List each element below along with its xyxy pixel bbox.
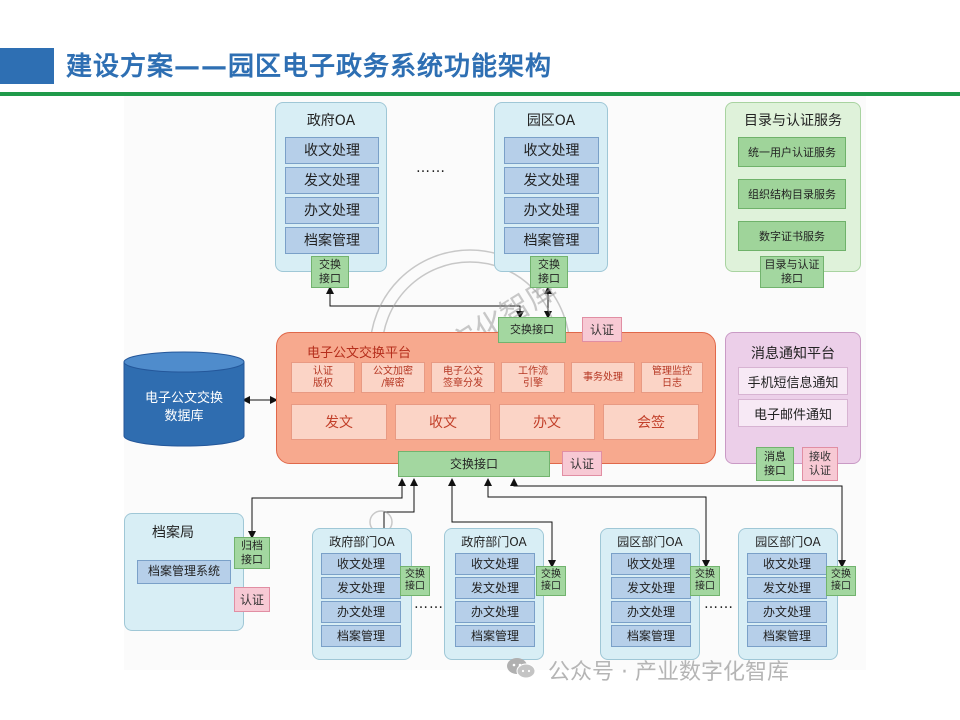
- top-ellipsis: ……: [416, 160, 446, 176]
- exchange-top-interface: 交换接口: [498, 317, 566, 343]
- dept-oa-2-receive: 收文处理: [455, 553, 535, 575]
- database-label: 电子公文交换 数据库: [144, 391, 223, 424]
- gov-oa-item-archive: 档案管理: [285, 227, 379, 254]
- message-interface: 消息 接口: [756, 447, 794, 481]
- exchange-bottom-auth: 认证: [562, 451, 602, 476]
- dept-oa-panel-3: 园区部门OA 收文处理 发文处理 办文处理 档案管理: [600, 528, 700, 660]
- dept-oa-4-archive: 档案管理: [747, 625, 827, 647]
- park-oa-item-receive: 收文处理: [504, 137, 599, 164]
- gov-oa-interface: 交换 接口: [311, 256, 349, 288]
- dept-oa-title-3: 园区部门OA: [617, 535, 683, 549]
- function-countersign: 会签: [603, 404, 699, 440]
- gov-oa-item-issue: 发文处理: [285, 167, 379, 194]
- module-transaction: 事务处理: [571, 362, 635, 393]
- dept-oa-4-handle: 办文处理: [747, 601, 827, 623]
- dept-oa-panel-2: 政府部门OA 收文处理 发文处理 办文处理 档案管理: [444, 528, 544, 660]
- dept-oa-2-handle: 办文处理: [455, 601, 535, 623]
- dept-oa-title-1: 政府部门OA: [329, 535, 395, 549]
- archive-interface: 归档 接口: [234, 537, 270, 569]
- archive-auth: 认证: [234, 587, 270, 612]
- module-auth-copyright: 认证 版权: [291, 362, 355, 393]
- cert-item-digital-cert: 数字证书服务: [738, 221, 846, 251]
- message-receive-auth: 接收 认证: [802, 447, 838, 481]
- dept-oa-1-receive: 收文处理: [321, 553, 401, 575]
- dept-oa-4-interface: 交换 接口: [826, 566, 856, 596]
- line-exchange-to-dept4: [510, 478, 846, 568]
- message-platform-panel: 消息通知平台 手机短信息通知 电子邮件通知: [725, 332, 861, 464]
- cert-service-interface: 目录与认证 接口: [760, 256, 824, 288]
- park-oa-item-handle: 办文处理: [504, 197, 599, 224]
- module-encrypt-decrypt: 公文加密 /解密: [361, 362, 425, 393]
- park-oa-item-issue: 发文处理: [504, 167, 599, 194]
- gov-oa-title: 政府OA: [306, 113, 356, 129]
- wechat-icon: [507, 658, 536, 679]
- dept-oa-3-issue: 发文处理: [611, 577, 691, 599]
- module-sign-distribute: 电子公文 签章分发: [431, 362, 495, 393]
- park-oa-interface: 交换 接口: [530, 256, 568, 288]
- bottom-ellipsis-1: ……: [414, 596, 444, 612]
- dept-oa-2-issue: 发文处理: [455, 577, 535, 599]
- archive-bureau-title: 档案局: [152, 525, 194, 541]
- gov-oa-item-handle: 办文处理: [285, 197, 379, 224]
- exchange-platform-panel: 电子公文交换平台 认证 版权 公文加密 /解密 电子公文 签章分发 工作流 引擎…: [276, 332, 716, 464]
- line-gov-oa-to-exchange: [326, 286, 524, 319]
- footer-watermark: 公众号 · 产业数字化智库: [548, 660, 789, 685]
- dept-oa-3-handle: 办文处理: [611, 601, 691, 623]
- dept-oa-3-interface: 交换 接口: [690, 566, 720, 596]
- dept-oa-3-archive: 档案管理: [611, 625, 691, 647]
- archive-system: 档案管理系统: [137, 560, 231, 584]
- exchange-top-auth: 认证: [582, 317, 622, 342]
- cert-item-org-directory: 组织结构目录服务: [738, 179, 846, 209]
- archive-bureau-panel: 档案局 档案管理系统: [124, 513, 244, 631]
- dept-oa-1-archive: 档案管理: [321, 625, 401, 647]
- module-monitor-log: 管理监控 日志: [641, 362, 703, 393]
- dept-oa-panel-4: 园区部门OA 收文处理 发文处理 办文处理 档案管理: [738, 528, 838, 660]
- dept-oa-title-4: 园区部门OA: [755, 535, 821, 549]
- dept-oa-4-receive: 收文处理: [747, 553, 827, 575]
- message-platform-title: 消息通知平台: [751, 346, 835, 362]
- park-oa-panel: 园区OA 收文处理 发文处理 办文处理 档案管理: [494, 102, 608, 272]
- dept-oa-3-receive: 收文处理: [611, 553, 691, 575]
- bottom-ellipsis-2: ……: [704, 596, 734, 612]
- function-issue: 发文: [291, 404, 387, 440]
- function-receive: 收文: [395, 404, 491, 440]
- message-sms-notice: 手机短信息通知: [738, 367, 848, 395]
- dept-oa-4-issue: 发文处理: [747, 577, 827, 599]
- gov-oa-item-receive: 收文处理: [285, 137, 379, 164]
- dept-oa-1-issue: 发文处理: [321, 577, 401, 599]
- park-oa-item-archive: 档案管理: [504, 227, 599, 254]
- dept-oa-2-archive: 档案管理: [455, 625, 535, 647]
- dept-oa-2-interface: 交换 接口: [536, 566, 566, 596]
- dept-oa-panel-1: 政府部门OA 收文处理 发文处理 办文处理 档案管理: [312, 528, 412, 660]
- cert-service-panel: 目录与认证服务 统一用户认证服务 组织结构目录服务 数字证书服务: [725, 102, 861, 272]
- cert-item-unified-auth: 统一用户认证服务: [738, 137, 846, 167]
- dept-oa-1-interface: 交换 接口: [400, 566, 430, 596]
- gov-oa-panel: 政府OA 收文处理 发文处理 办文处理 档案管理: [275, 102, 387, 272]
- message-email-notice: 电子邮件通知: [738, 399, 848, 427]
- dept-oa-1-handle: 办文处理: [321, 601, 401, 623]
- title-divider: [0, 92, 960, 96]
- title-accent-bar: [0, 48, 54, 84]
- exchange-bottom-interface: 交换接口: [398, 451, 550, 477]
- park-oa-title: 园区OA: [526, 113, 576, 129]
- module-workflow-engine: 工作流 引擎: [501, 362, 565, 393]
- database-cylinder: [123, 351, 245, 447]
- function-handle: 办文: [499, 404, 595, 440]
- page-title: 建设方案——园区电子政务系统功能架构: [66, 52, 553, 82]
- dept-oa-title-2: 政府部门OA: [461, 535, 527, 549]
- exchange-platform-title: 电子公文交换平台: [307, 346, 412, 361]
- cert-service-title: 目录与认证服务: [744, 113, 842, 129]
